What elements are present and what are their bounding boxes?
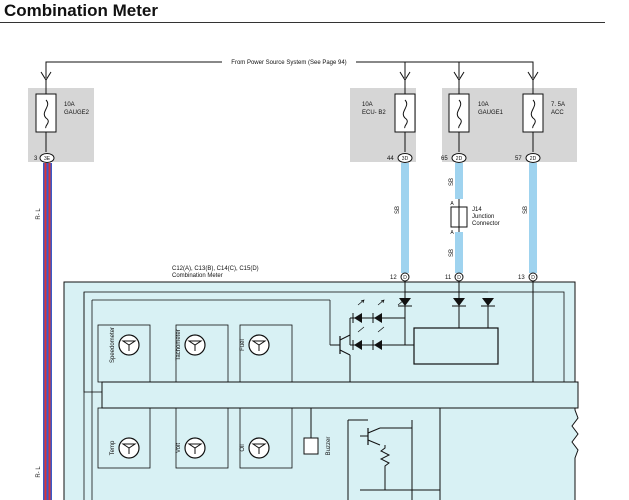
page-title: Combination Meter xyxy=(4,1,158,20)
wire-rl: R- L R- L xyxy=(36,163,52,500)
meter-pin-11-conn: D xyxy=(457,275,461,281)
fuse-name-ecu-b2: ECU- B2 xyxy=(362,110,386,116)
power-source-bus: From Power Source System (See Page 94) xyxy=(45,56,534,78)
wire-label-rl-bottom: R- L xyxy=(36,466,42,478)
speedometer-gauge-icon xyxy=(118,334,140,356)
wire-label-sb-3: SB xyxy=(449,249,455,257)
gauges-top: Speedometer Tachometer Fuel xyxy=(97,324,293,383)
pin-ecu-b2: 44 xyxy=(387,156,394,162)
conn-acc: 2D xyxy=(530,156,537,162)
meter-pin-13-conn: D xyxy=(531,275,535,281)
fuse-amp-acc: 7. 5A xyxy=(551,102,565,108)
junction-pin-bottom: A xyxy=(450,230,454,236)
fuse-amp-ecu-b2: 10A xyxy=(362,102,373,108)
oil-gauge-icon xyxy=(248,437,270,459)
fuse-name-gauge1: GAUGE1 xyxy=(478,110,504,116)
meter-pin-12-conn: D xyxy=(403,275,407,281)
fuse-name-gauge2: GAUGE2 xyxy=(64,110,90,116)
fuse-terminals: 3 3E 44 3D 65 2D 57 2D xyxy=(34,153,541,163)
combination-meter xyxy=(63,281,579,500)
conn-ecu-b2: 3D xyxy=(402,156,409,162)
pin-acc: 57 xyxy=(515,156,522,162)
feed-arrows xyxy=(40,71,539,81)
gauge-label-fuel: Fuel xyxy=(240,339,246,351)
fuel-gauge-icon xyxy=(248,334,270,356)
gauges-bottom: Temp Volt Oil Buzzer xyxy=(97,407,441,500)
title-rule xyxy=(0,22,605,23)
conn-gauge2: 3E xyxy=(44,156,51,162)
pin-gauge1: 65 xyxy=(441,156,448,162)
gauge-label-oil: Oil xyxy=(240,444,246,451)
fuse-box-gauge1-acc: 10A GAUGE1 7. 5A ACC xyxy=(442,80,577,162)
wire-label-sb-1: SB xyxy=(395,206,401,214)
fuse-name-acc: ACC xyxy=(551,110,564,116)
fuse-amp-gauge1: 10A xyxy=(478,102,489,108)
wire-sb: SB SB SB SB xyxy=(395,163,537,273)
meter-pin-11: 11 xyxy=(445,275,452,281)
led-diode-network xyxy=(330,298,499,382)
conn-gauge1: 2D xyxy=(456,156,463,162)
fuse-amp-gauge2: 10A xyxy=(64,102,75,108)
pin-gauge2: 3 xyxy=(34,156,38,162)
junction-pin-top: A xyxy=(450,201,454,207)
temp-gauge-icon xyxy=(118,437,140,459)
volt-gauge-icon xyxy=(184,437,206,459)
gauge-label-speedometer: Speedometer xyxy=(110,327,116,363)
meter-pin-12: 12 xyxy=(390,275,397,281)
fuse-box-ecu-b2: 10A ECU- B2 xyxy=(350,80,416,162)
junction-label-2: Connector xyxy=(472,221,500,227)
junction-connector-j14: A A J14 Junction Connector xyxy=(450,199,500,236)
meter-pin-13: 13 xyxy=(518,275,525,281)
power-source-label: From Power Source System (See Page 94) xyxy=(231,60,346,66)
buzzer-label: Buzzer xyxy=(326,437,332,456)
meter-connector-label: C12(A), C13(B), C14(C), C15(D) xyxy=(172,266,259,272)
meter-name-label: Combination Meter xyxy=(172,273,223,279)
junction-label-1: Junction xyxy=(472,214,494,220)
gauge-label-tachometer: Tachometer xyxy=(176,329,182,360)
gauge-label-temp: Temp xyxy=(110,440,116,455)
meter-pins: 12 D 11 D 13 D xyxy=(390,272,538,382)
junction-id: J14 xyxy=(472,207,482,213)
fuse-box-gauge2: 10A GAUGE2 xyxy=(28,80,94,162)
wire-label-sb-2: SB xyxy=(449,178,455,186)
tachometer-gauge-icon xyxy=(184,334,206,356)
wire-label-rl-top: R- L xyxy=(36,208,42,220)
gauge-label-volt: Volt xyxy=(176,443,182,453)
wire-label-sb-4: SB xyxy=(523,206,529,214)
